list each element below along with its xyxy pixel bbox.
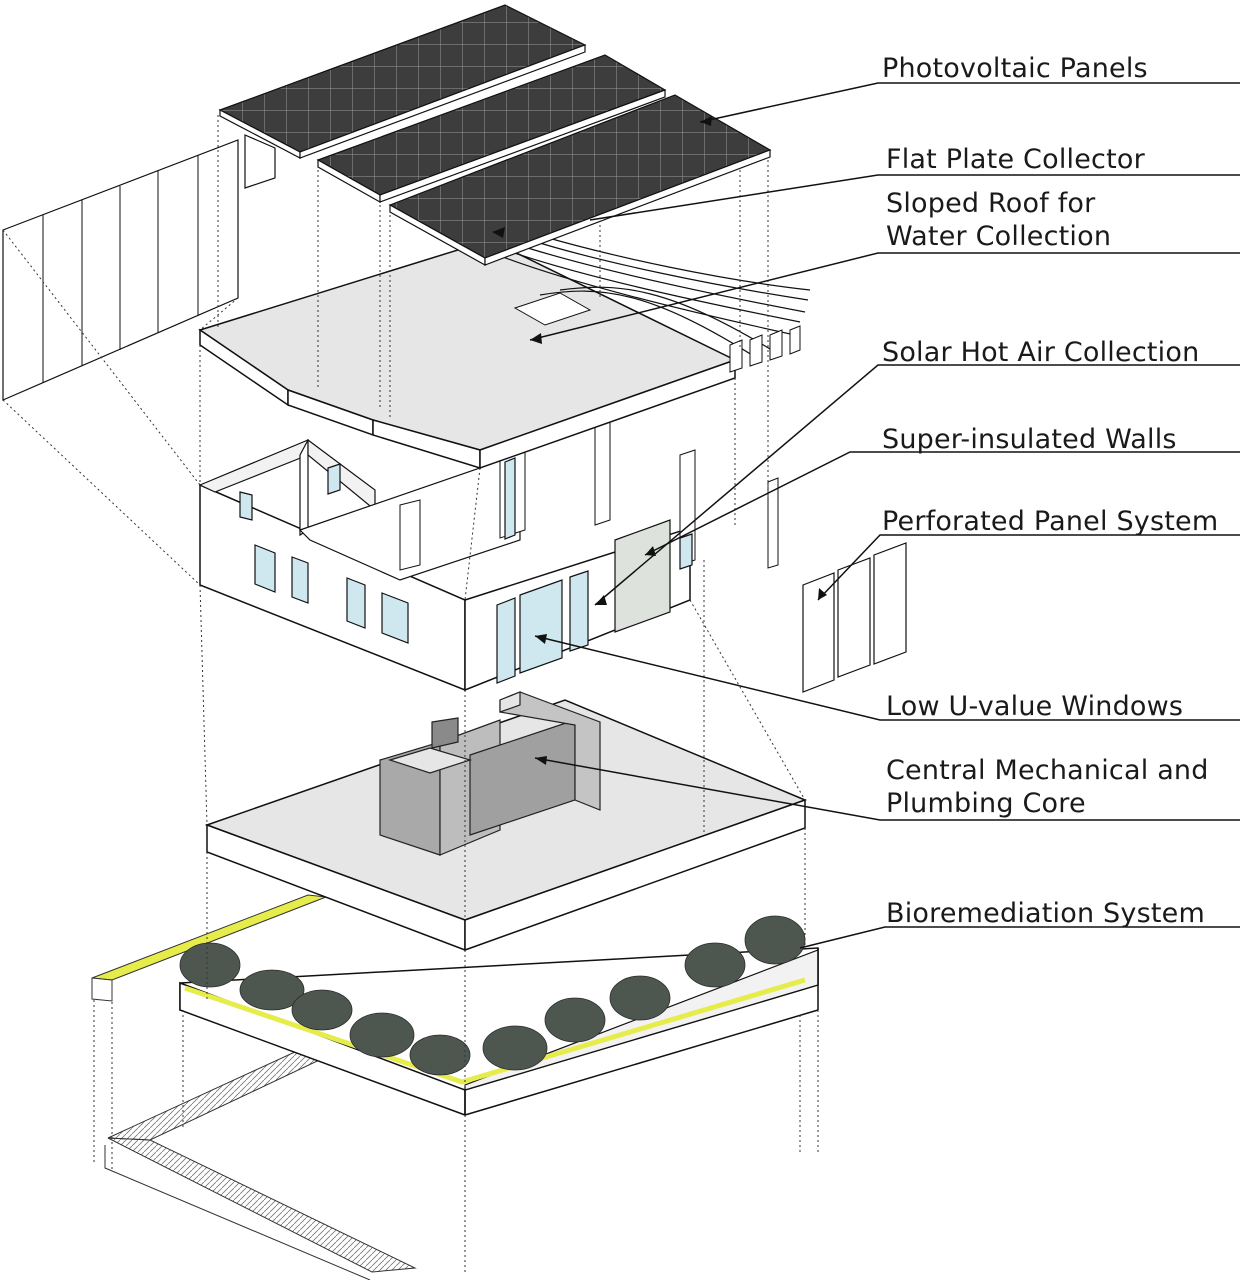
stair-lower (107, 1137, 417, 1273)
stair-ramp (107, 1044, 332, 1141)
grass-clumps (179, 915, 806, 1076)
solar-air-tubes (489, 236, 811, 361)
label-perforated-panel-system: Perforated Panel System (882, 505, 1218, 538)
label-central-core: Central Mechanical and Plumbing Core (886, 754, 1209, 820)
leader-lines (529, 82, 1240, 949)
sloped-roof-level (2, 115, 811, 920)
bioremediation-level (91, 894, 819, 1281)
label-flat-plate-collector: Flat Plate Collector (886, 143, 1145, 176)
label-low-u-value-windows: Low U-value Windows (886, 690, 1183, 723)
label-line: Sloped Roof for (886, 188, 1096, 219)
pv-row-3 (388, 94, 772, 267)
label-super-insulated-walls: Super-insulated Walls (882, 423, 1177, 456)
pv-row-2 (316, 54, 667, 204)
label-line: Plumbing Core (886, 788, 1086, 819)
label-solar-hot-air: Solar Hot Air Collection (882, 336, 1199, 369)
leader-arrowheads (492, 116, 827, 765)
label-line: Flat Plate Collector (886, 144, 1145, 175)
label-line: Low U-value Windows (886, 691, 1184, 722)
label-line: Central Mechanical and (886, 755, 1209, 786)
label-photovoltaic-panels: Photovoltaic Panels (882, 52, 1148, 85)
mechanical-core (379, 691, 601, 856)
label-line: Solar Hot Air Collection (882, 337, 1200, 368)
label-bioremediation-system: Bioremediation System (886, 897, 1205, 930)
pv-row-1 (218, 4, 587, 189)
perforated-panel-mounted (614, 519, 671, 633)
windows-left (254, 544, 409, 644)
label-line: Perforated Panel System (882, 506, 1219, 537)
windows-front (239, 457, 693, 684)
label-sloped-roof: Sloped Roof for Water Collection (886, 187, 1111, 253)
walls-level (198, 419, 779, 692)
label-line: Bioremediation System (886, 898, 1205, 929)
floor-slab-level (204, 560, 808, 1090)
label-line: Super-insulated Walls (882, 424, 1177, 455)
label-line: Water Collection (886, 221, 1112, 252)
photovoltaic-panel-rows (218, 4, 772, 267)
perforated-panels (802, 542, 907, 693)
label-line: Photovoltaic Panels (882, 53, 1148, 84)
